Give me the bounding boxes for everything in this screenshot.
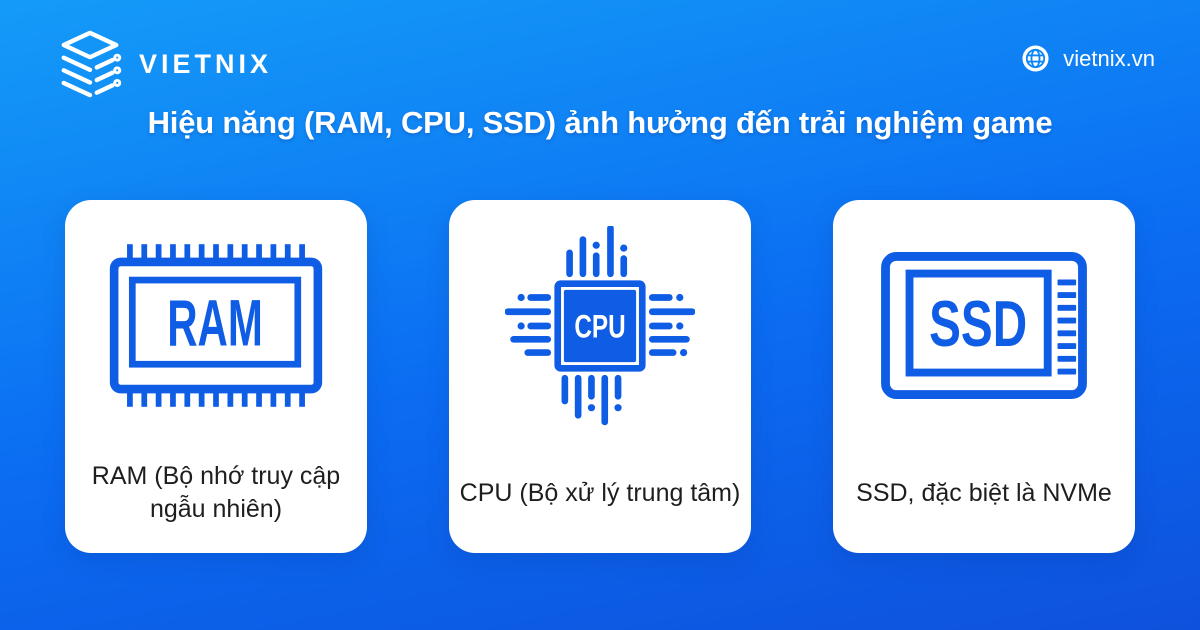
card-ram-caption: RAM (Bộ nhớ truy cập ngẫu nhiên) (91, 462, 341, 523)
page-title: Hiệu năng (RAM, CPU, SSD) ảnh hưởng đến … (147, 105, 1053, 140)
vietnix-stack-logo-icon (55, 28, 125, 100)
card-cpu: CPU CPU (Bộ xử lý trung tâm) (449, 200, 751, 553)
cpu-icon-label: CPU (574, 308, 625, 344)
brand-name: VIETNIX (139, 48, 273, 79)
website-link[interactable]: vietnix.vn (1021, 44, 1155, 73)
website-url[interactable]: vietnix.vn (1063, 45, 1155, 71)
ram-icon-label: RAM (167, 286, 263, 360)
ssd-drive-icon: SSD (833, 200, 1135, 445)
card-cpu-caption: CPU (Bộ xử lý trung tâm) (459, 478, 741, 507)
card-ssd: SSD SSD, đặc biệt là NVMe (833, 200, 1135, 553)
ssd-icon-label: SSD (929, 287, 1027, 360)
cpu-chip-icon: CPU (449, 200, 751, 445)
ram-chip-icon: RAM (65, 200, 367, 445)
card-ssd-caption: SSD, đặc biệt là NVMe (856, 478, 1112, 507)
globe-icon (1021, 44, 1050, 73)
card-ram: RAM RAM (Bộ nhớ truy cập ngẫu nhiên) (65, 200, 367, 553)
cards-row: RAM RAM (Bộ nhớ truy cập ngẫu nhiên) (0, 200, 1200, 553)
brand: VIETNIX (55, 28, 272, 100)
